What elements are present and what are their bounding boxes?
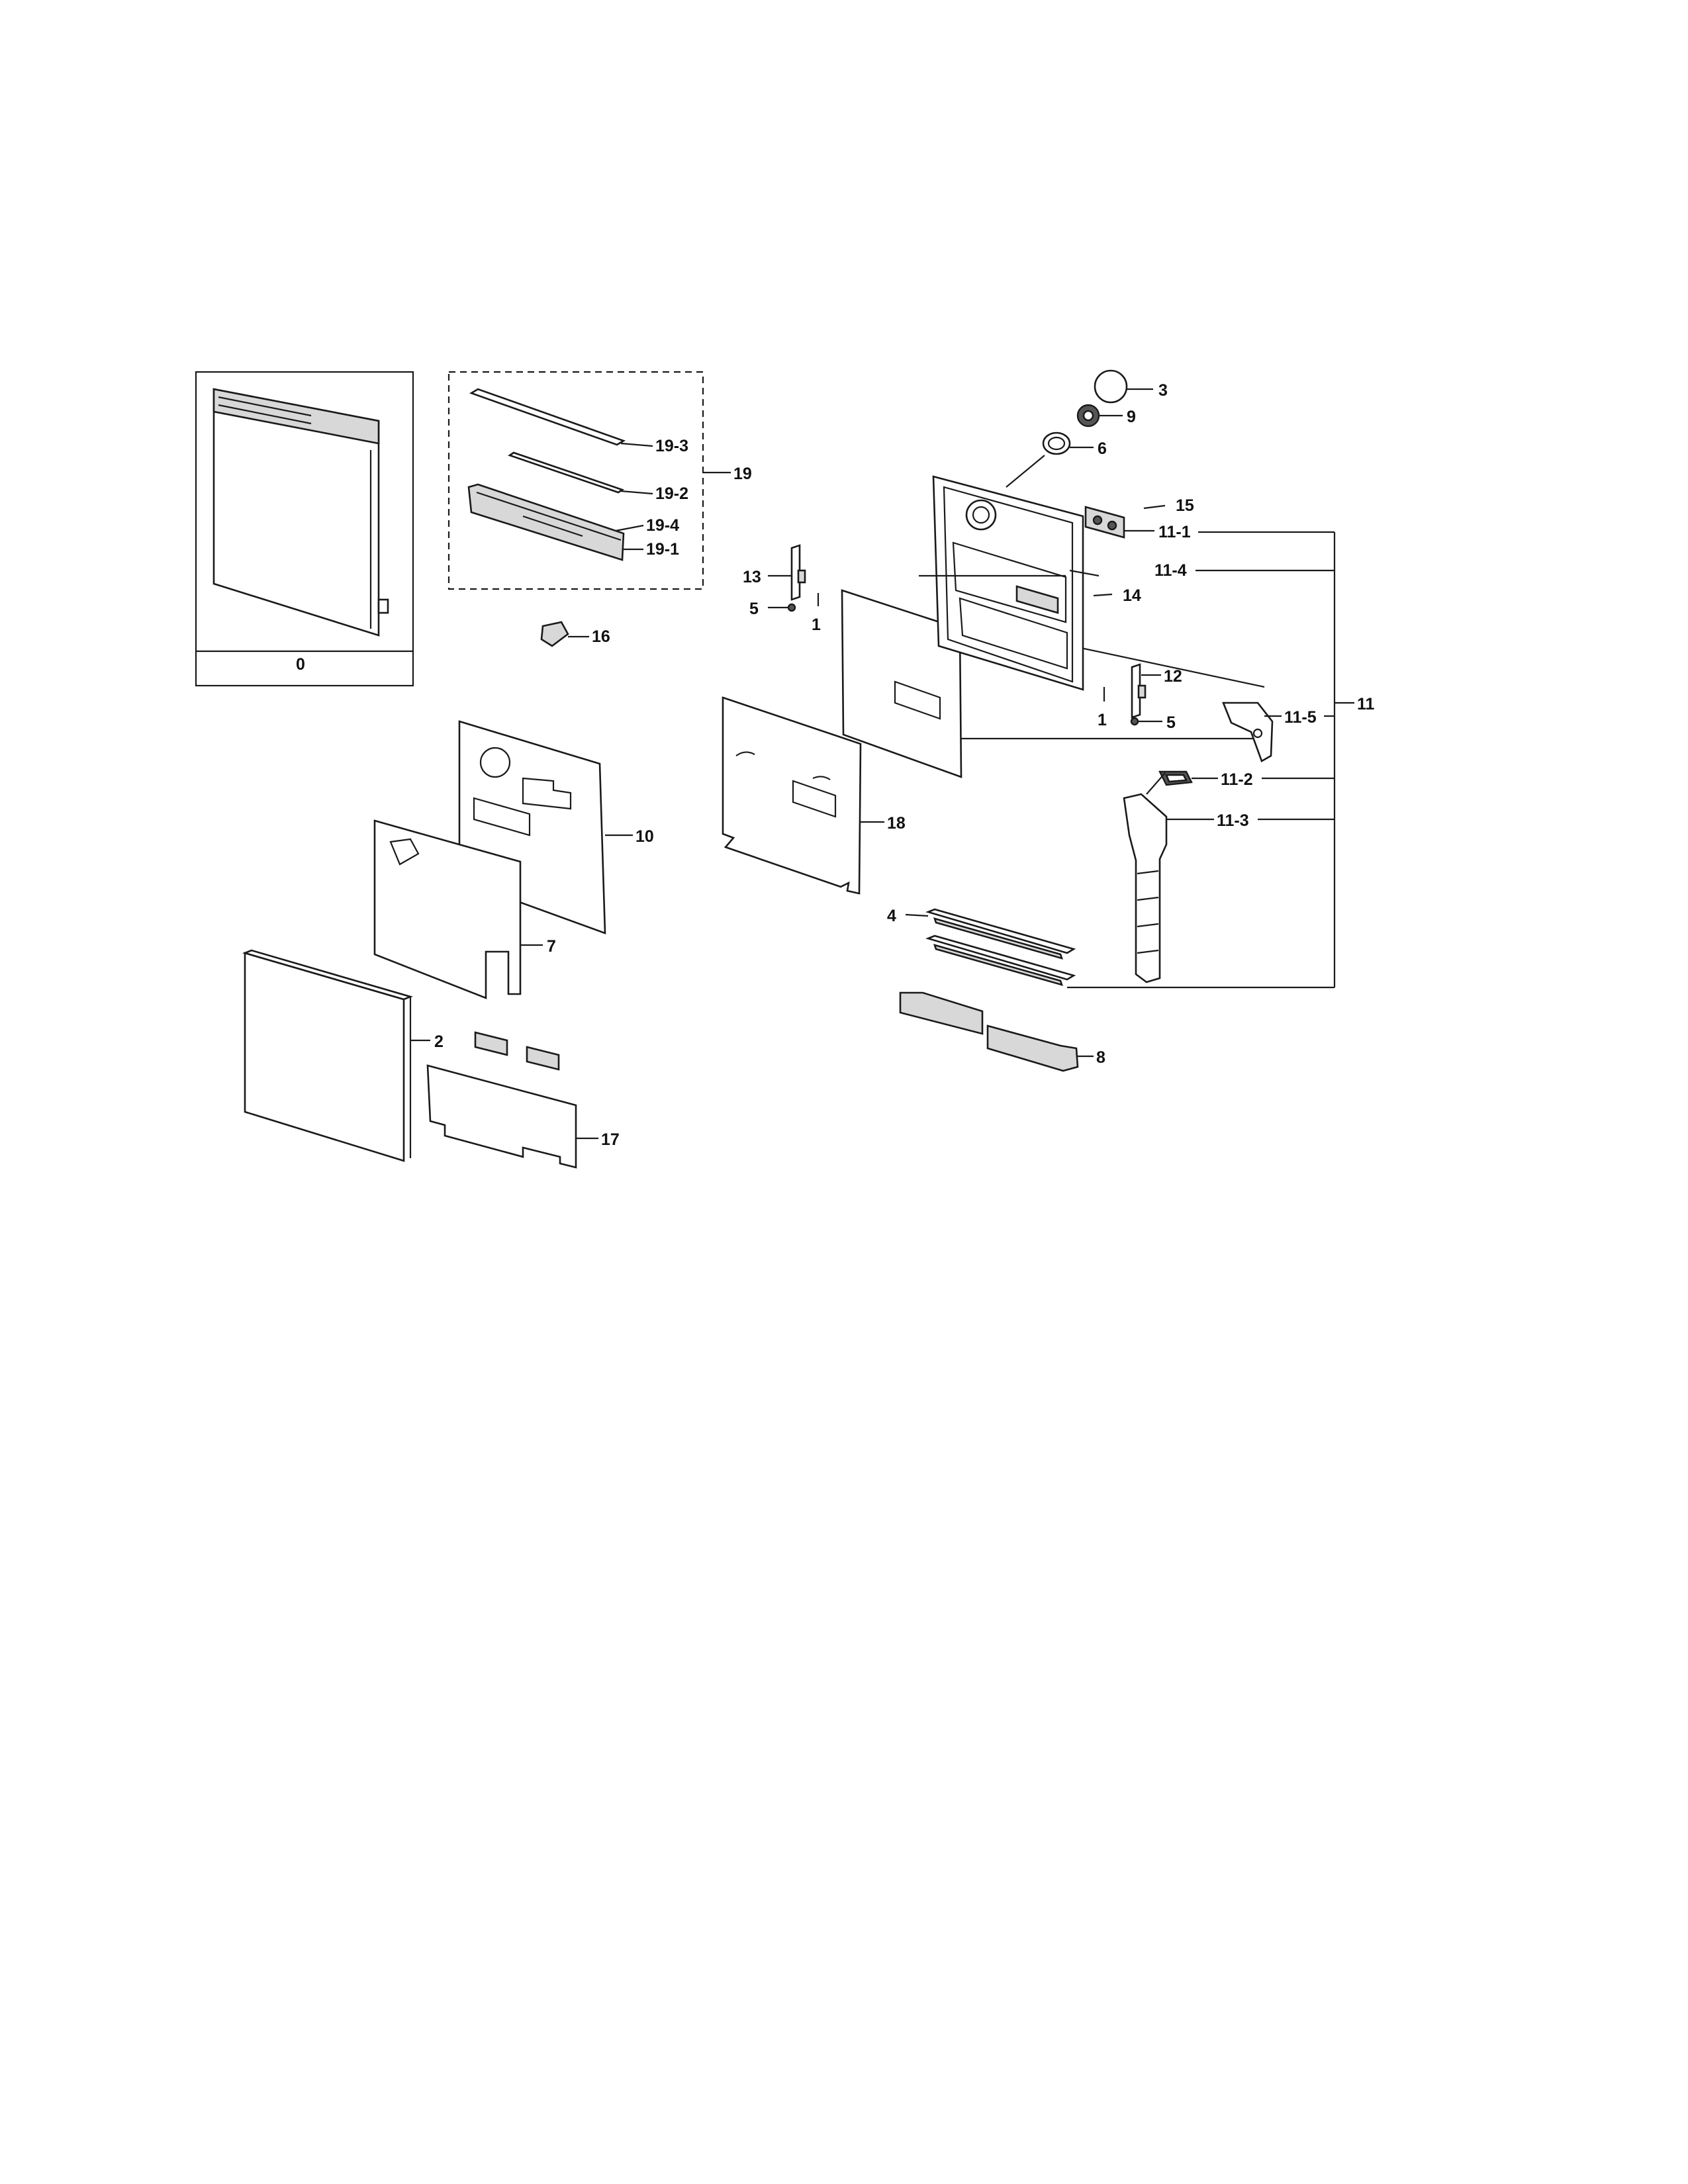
label-17: 17	[601, 1130, 620, 1149]
label-19-4: 19-4	[646, 516, 679, 535]
label-5a: 5	[749, 600, 759, 618]
label-18: 18	[887, 814, 906, 833]
label-3: 3	[1158, 381, 1168, 400]
label-7: 7	[547, 937, 556, 956]
part-17-bottom-sheet	[426, 1064, 598, 1169]
label-11-5: 11-5	[1284, 708, 1317, 727]
control-panel-kit-box	[447, 371, 731, 590]
label-19-1: 19-1	[646, 540, 679, 559]
part-5-nut-right	[1130, 717, 1162, 726]
label-0: 0	[296, 655, 305, 674]
label-9: 9	[1127, 408, 1136, 426]
part-6-ring	[1042, 432, 1094, 455]
label-11-2: 11-2	[1221, 770, 1253, 789]
inner-door-frame	[919, 455, 1100, 691]
part-13-hinge-left	[768, 544, 806, 601]
door-assembly-box	[195, 371, 414, 687]
label-6: 6	[1098, 439, 1107, 458]
part-15-screw	[1143, 504, 1166, 510]
label-10: 10	[635, 827, 654, 846]
part-11-5-bracket	[1222, 702, 1282, 762]
part-9-filter	[1076, 404, 1123, 428]
label-11-4: 11-4	[1154, 561, 1187, 580]
door-inner-sheet	[841, 589, 1265, 778]
part-12-hinge-right	[1131, 663, 1161, 719]
label-8: 8	[1096, 1048, 1105, 1067]
label-13: 13	[743, 568, 761, 586]
label-19: 19	[733, 465, 752, 483]
label-19-3: 19-3	[655, 437, 688, 455]
label-11-1: 11-1	[1158, 523, 1191, 541]
label-1a: 1	[812, 615, 821, 634]
spacer-blocks	[474, 1031, 560, 1071]
part-7-inner-sheet	[373, 819, 543, 999]
label-19-2: 19-2	[655, 484, 688, 503]
label-12: 12	[1164, 667, 1182, 686]
part-2-outer-panel	[242, 949, 430, 1162]
label-15: 15	[1176, 496, 1194, 515]
part-18-liner	[722, 696, 884, 895]
label-1b: 1	[1098, 711, 1107, 729]
label-16: 16	[592, 627, 610, 646]
part-3-cap	[1094, 369, 1153, 404]
label-4: 4	[887, 907, 896, 925]
label-11: 11	[1357, 695, 1375, 713]
part-4-trim-rail	[905, 908, 1076, 986]
part-14-screw	[1093, 593, 1113, 597]
part-11-3-arm	[1123, 793, 1214, 983]
label-5b: 5	[1166, 713, 1176, 732]
part-5-nut-left	[768, 603, 796, 612]
label-2: 2	[434, 1032, 444, 1051]
part-8-bracket	[899, 991, 1094, 1072]
part-11-1-module	[1084, 506, 1154, 539]
label-11-3: 11-3	[1217, 811, 1249, 830]
label-14: 14	[1123, 586, 1141, 605]
part-11-2-seal	[1146, 770, 1218, 795]
part-16-latch	[540, 621, 589, 647]
